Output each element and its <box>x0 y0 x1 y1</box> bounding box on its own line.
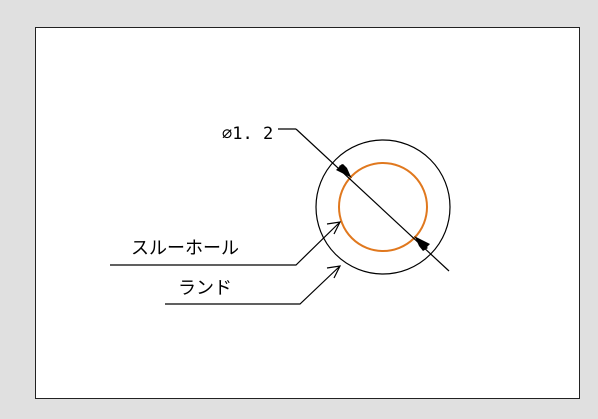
dimension-arrowhead-bottom <box>414 236 430 250</box>
diameter-label: ⌀1. 2 <box>222 124 273 144</box>
land-label: ランド <box>178 278 232 299</box>
dimension-arrowhead-top <box>336 164 352 178</box>
land-circle <box>315 139 451 275</box>
land-leader-arrow <box>326 265 342 279</box>
through-hole-label: スルーホール <box>131 238 239 259</box>
through-hole-leader-arrow <box>326 221 342 235</box>
land-leader <box>165 265 341 305</box>
drawing-frame <box>35 27 580 399</box>
through-hole-circle <box>338 162 428 252</box>
through-hole-leader <box>110 221 341 266</box>
